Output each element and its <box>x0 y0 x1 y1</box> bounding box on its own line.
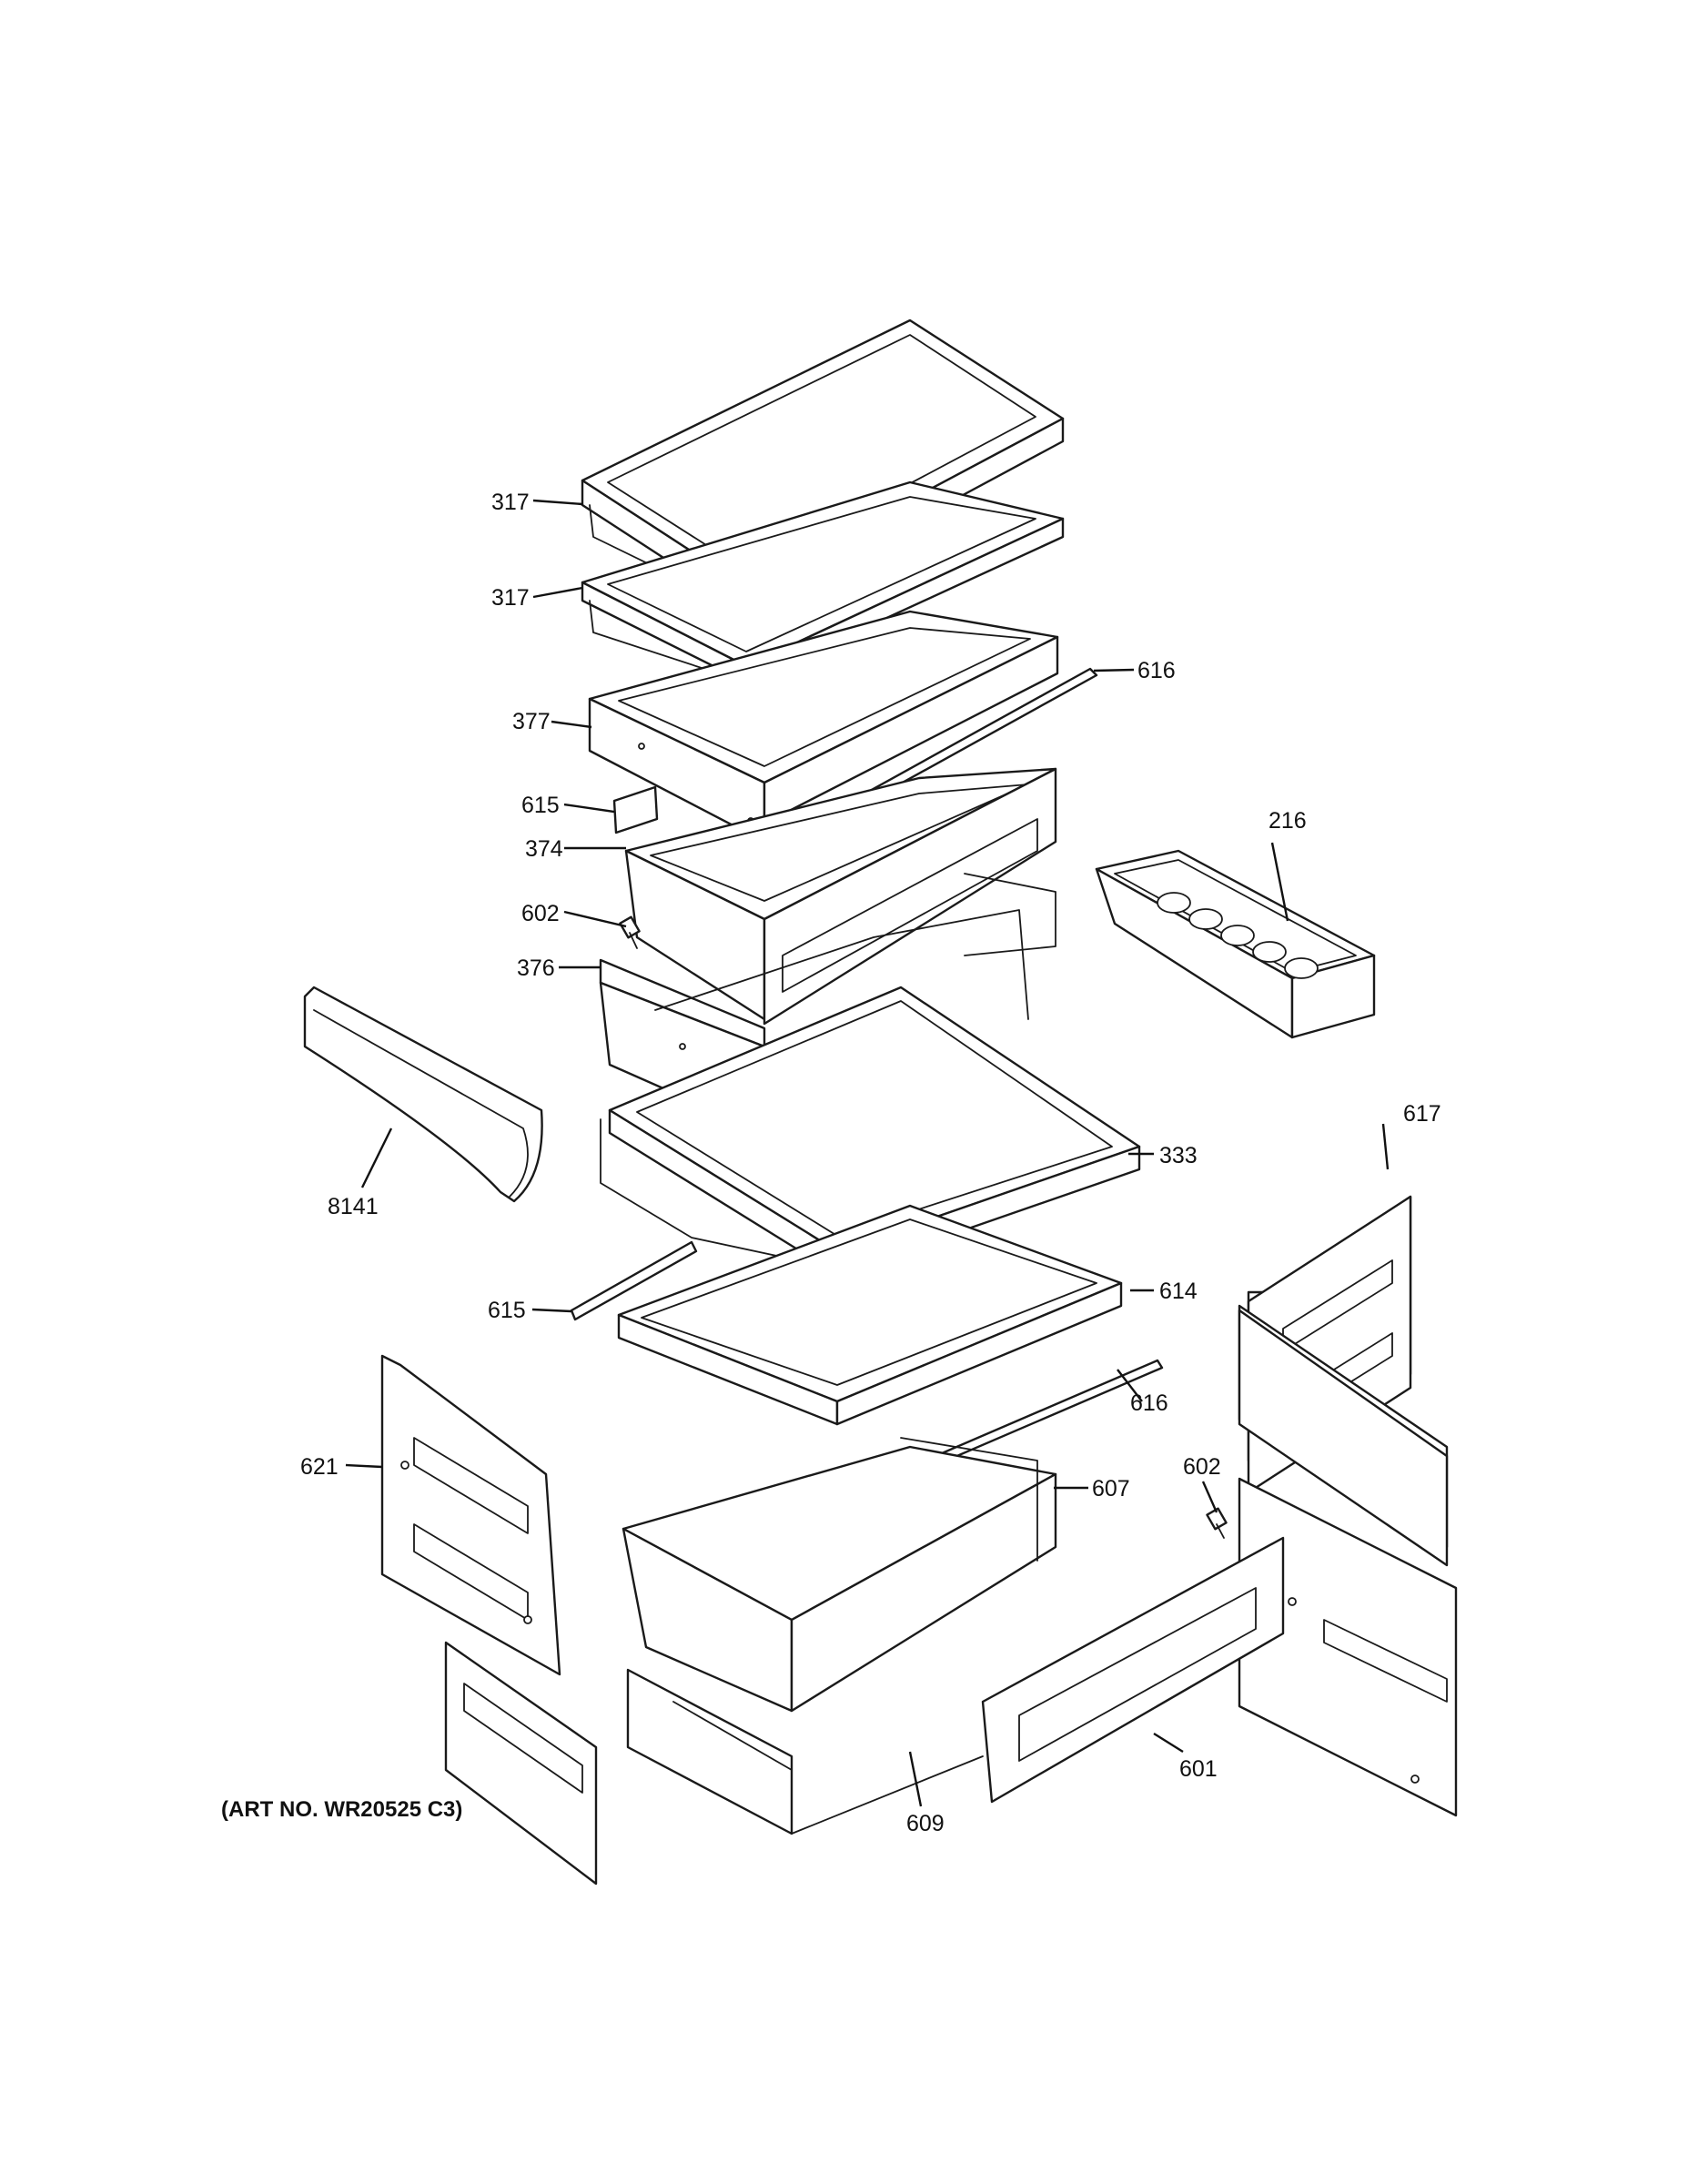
callout-609: 609 <box>906 1811 945 1836</box>
part-621-left-side-panel[interactable] <box>380 1354 598 1886</box>
callout-615-upper: 615 <box>521 793 560 818</box>
callout-617: 617 <box>1403 1101 1441 1127</box>
part-8141-trim[interactable] <box>303 986 543 1203</box>
callout-601: 601 <box>1179 1756 1218 1782</box>
part-601-drawer-front[interactable] <box>981 1536 1285 1804</box>
part-609-drawer-frame[interactable] <box>626 1668 984 1835</box>
callout-615-lower: 615 <box>488 1298 526 1323</box>
callout-616-upper: 616 <box>1137 658 1176 683</box>
callout-376: 376 <box>517 956 555 981</box>
part-602-screw-upper[interactable] <box>619 915 641 949</box>
callout-621: 621 <box>300 1454 339 1480</box>
callout-374: 374 <box>525 836 563 862</box>
callout-216: 216 <box>1269 808 1307 834</box>
callout-8141: 8141 <box>328 1194 379 1219</box>
part-377-crisper-cover[interactable] <box>588 610 1059 844</box>
part-216-bin[interactable] <box>1095 849 1376 1039</box>
part-614-shelf[interactable] <box>617 1204 1123 1426</box>
part-615-lower-bracket[interactable] <box>570 1240 698 1321</box>
part-602-screw-lower[interactable] <box>1206 1507 1228 1539</box>
part-607-freezer-drawer[interactable] <box>622 1437 1057 1713</box>
leader-lines <box>345 499 1390 1807</box>
callout-377: 377 <box>512 709 551 734</box>
art-number: (ART NO. WR20525 C3) <box>221 1797 462 1822</box>
callout-616-lower: 616 <box>1130 1390 1168 1416</box>
callout-317-second: 317 <box>491 585 530 611</box>
callout-602-lower: 602 <box>1183 1454 1221 1480</box>
callout-614: 614 <box>1159 1279 1198 1304</box>
callout-317-top: 317 <box>491 490 530 515</box>
callouts: 317 317 377 616 615 374 602 376 216 8141… <box>300 490 1441 1836</box>
callout-602-upper: 602 <box>521 901 560 926</box>
part-615-upper-bracket[interactable] <box>612 785 659 834</box>
callout-607: 607 <box>1092 1476 1130 1502</box>
part-374-crisper-drawer[interactable] <box>624 767 1057 1026</box>
callout-333: 333 <box>1159 1143 1198 1168</box>
part-617-right-side-panel[interactable] <box>1238 1195 1458 1817</box>
